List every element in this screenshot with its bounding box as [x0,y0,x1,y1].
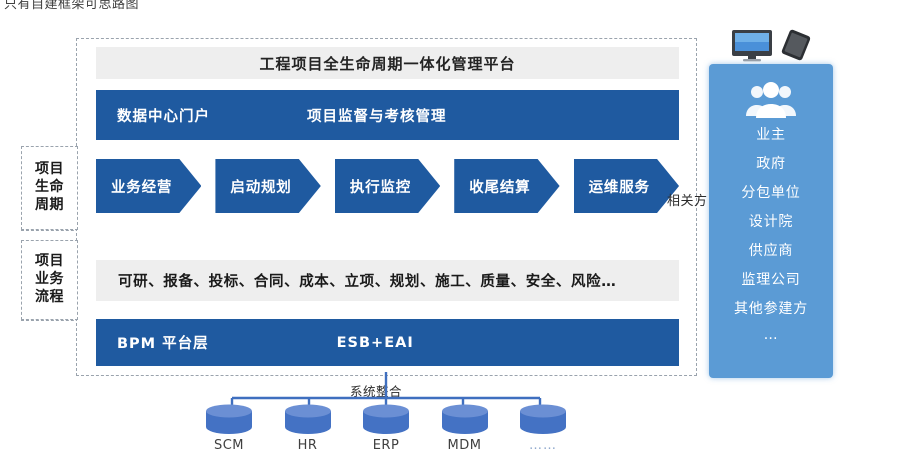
stakeholder-item-6: 监理公司 [741,272,801,288]
system-item-hr-label: HR [297,438,318,453]
side-label-process-line-1: 项目 [35,253,64,270]
lifecycle-stage-4-label: 收尾结算 [469,179,531,196]
system-item-more[interactable]: …… [510,404,576,462]
platform-layer-left-label: BPM 平台层 [117,336,209,352]
lifecycle-stage-1-label: 业务经营 [111,179,173,196]
lifecycle-stage-3[interactable]: 执行监控 [335,159,440,213]
stakeholder-item-4: 设计院 [748,214,794,230]
side-label-business-process: 项目 业务 流程 [21,240,78,320]
database-cylinder-icon [363,404,409,434]
system-item-erp-label: ERP [372,438,400,453]
system-integration-label: 系统整合 [350,384,403,399]
lifecycle-stage-2[interactable]: 启动规划 [215,159,320,213]
side-label-lifecycle-line-1: 项目 [35,161,64,178]
system-item-mdm-label: MDM [447,438,482,453]
lifecycle-stage-1[interactable]: 业务经营 [96,159,201,213]
stakeholder-item-8: … [763,327,779,343]
portal-bar[interactable]: 数据中心门户 项目监督与考核管理 [96,90,679,140]
system-item-more-label: …… [529,438,557,453]
related-parties-label: 相关方 [667,194,708,209]
platform-layer-right-label: ESB+EAI [336,334,414,351]
system-item-scm[interactable]: SCM [196,404,262,462]
side-label-lifecycle: 项目 生命 周期 [21,146,78,230]
lifecycle-stage-2-label: 启动规划 [230,179,292,196]
stakeholder-item-3: 分包单位 [741,185,801,201]
system-item-hr[interactable]: HR [275,404,341,462]
portal-bar-left-label: 数据中心门户 [117,108,210,125]
platform-layer-bar[interactable]: BPM 平台层 ESB+EAI [96,319,679,366]
platform-title-band: 工程项目全生命周期一体化管理平台 [96,47,679,79]
device-icons-group [730,28,818,62]
side-label-process-line-3: 流程 [35,288,64,305]
side-label-lifecycle-line-2: 生命 [35,179,64,196]
stakeholder-item-5: 供应商 [748,243,794,259]
system-item-scm-label: SCM [213,438,245,453]
database-cylinder-icon [206,404,252,434]
database-cylinder-icon [284,404,331,434]
business-process-strip: 可研、报备、投标、合同、成本、立项、规划、施工、质量、安全、风险… [96,260,679,301]
business-process-text: 可研、报备、投标、合同、成本、立项、规划、施工、质量、安全、风险… [118,274,617,290]
system-item-mdm[interactable]: MDM [432,404,498,462]
stakeholder-panel: 业主 政府 分包单位 设计院 供应商 监理公司 其他参建方 … [709,64,833,378]
lifecycle-stage-5-label: 运维服务 [588,179,650,196]
lifecycle-stage-3-label: 执行监控 [349,179,412,196]
stakeholder-item-7: 其他参建方 [734,301,808,317]
database-cylinder-icon [520,404,566,434]
page-title: 工程项目全生命周期一体化管理平台 [259,54,516,73]
page-caption: 只有自建框架可思路图 [4,0,140,12]
lifecycle-stage-5[interactable]: 运维服务 [574,159,679,213]
people-group-icon [746,82,796,118]
lifecycle-chevron-row: 业务经营 启动规划 执行监控 收尾结算 运维服务 [96,155,679,217]
stakeholder-item-1: 业主 [756,127,786,143]
lifecycle-stage-4[interactable]: 收尾结算 [454,159,559,213]
stakeholder-item-2: 政府 [756,156,786,172]
desktop-monitor-icon [732,30,772,62]
system-item-erp[interactable]: ERP [353,404,419,462]
smartphone-icon [781,29,811,61]
side-label-lifecycle-line-3: 周期 [35,196,64,213]
system-database-row: SCM HR ERP MDM …… [196,404,576,462]
platform-frame: 工程项目全生命周期一体化管理平台 数据中心门户 项目监督与考核管理 业务经营 启… [76,38,697,376]
database-cylinder-icon [441,404,488,434]
portal-bar-right-label: 项目监督与考核管理 [307,108,447,125]
side-label-process-line-2: 业务 [35,271,64,288]
